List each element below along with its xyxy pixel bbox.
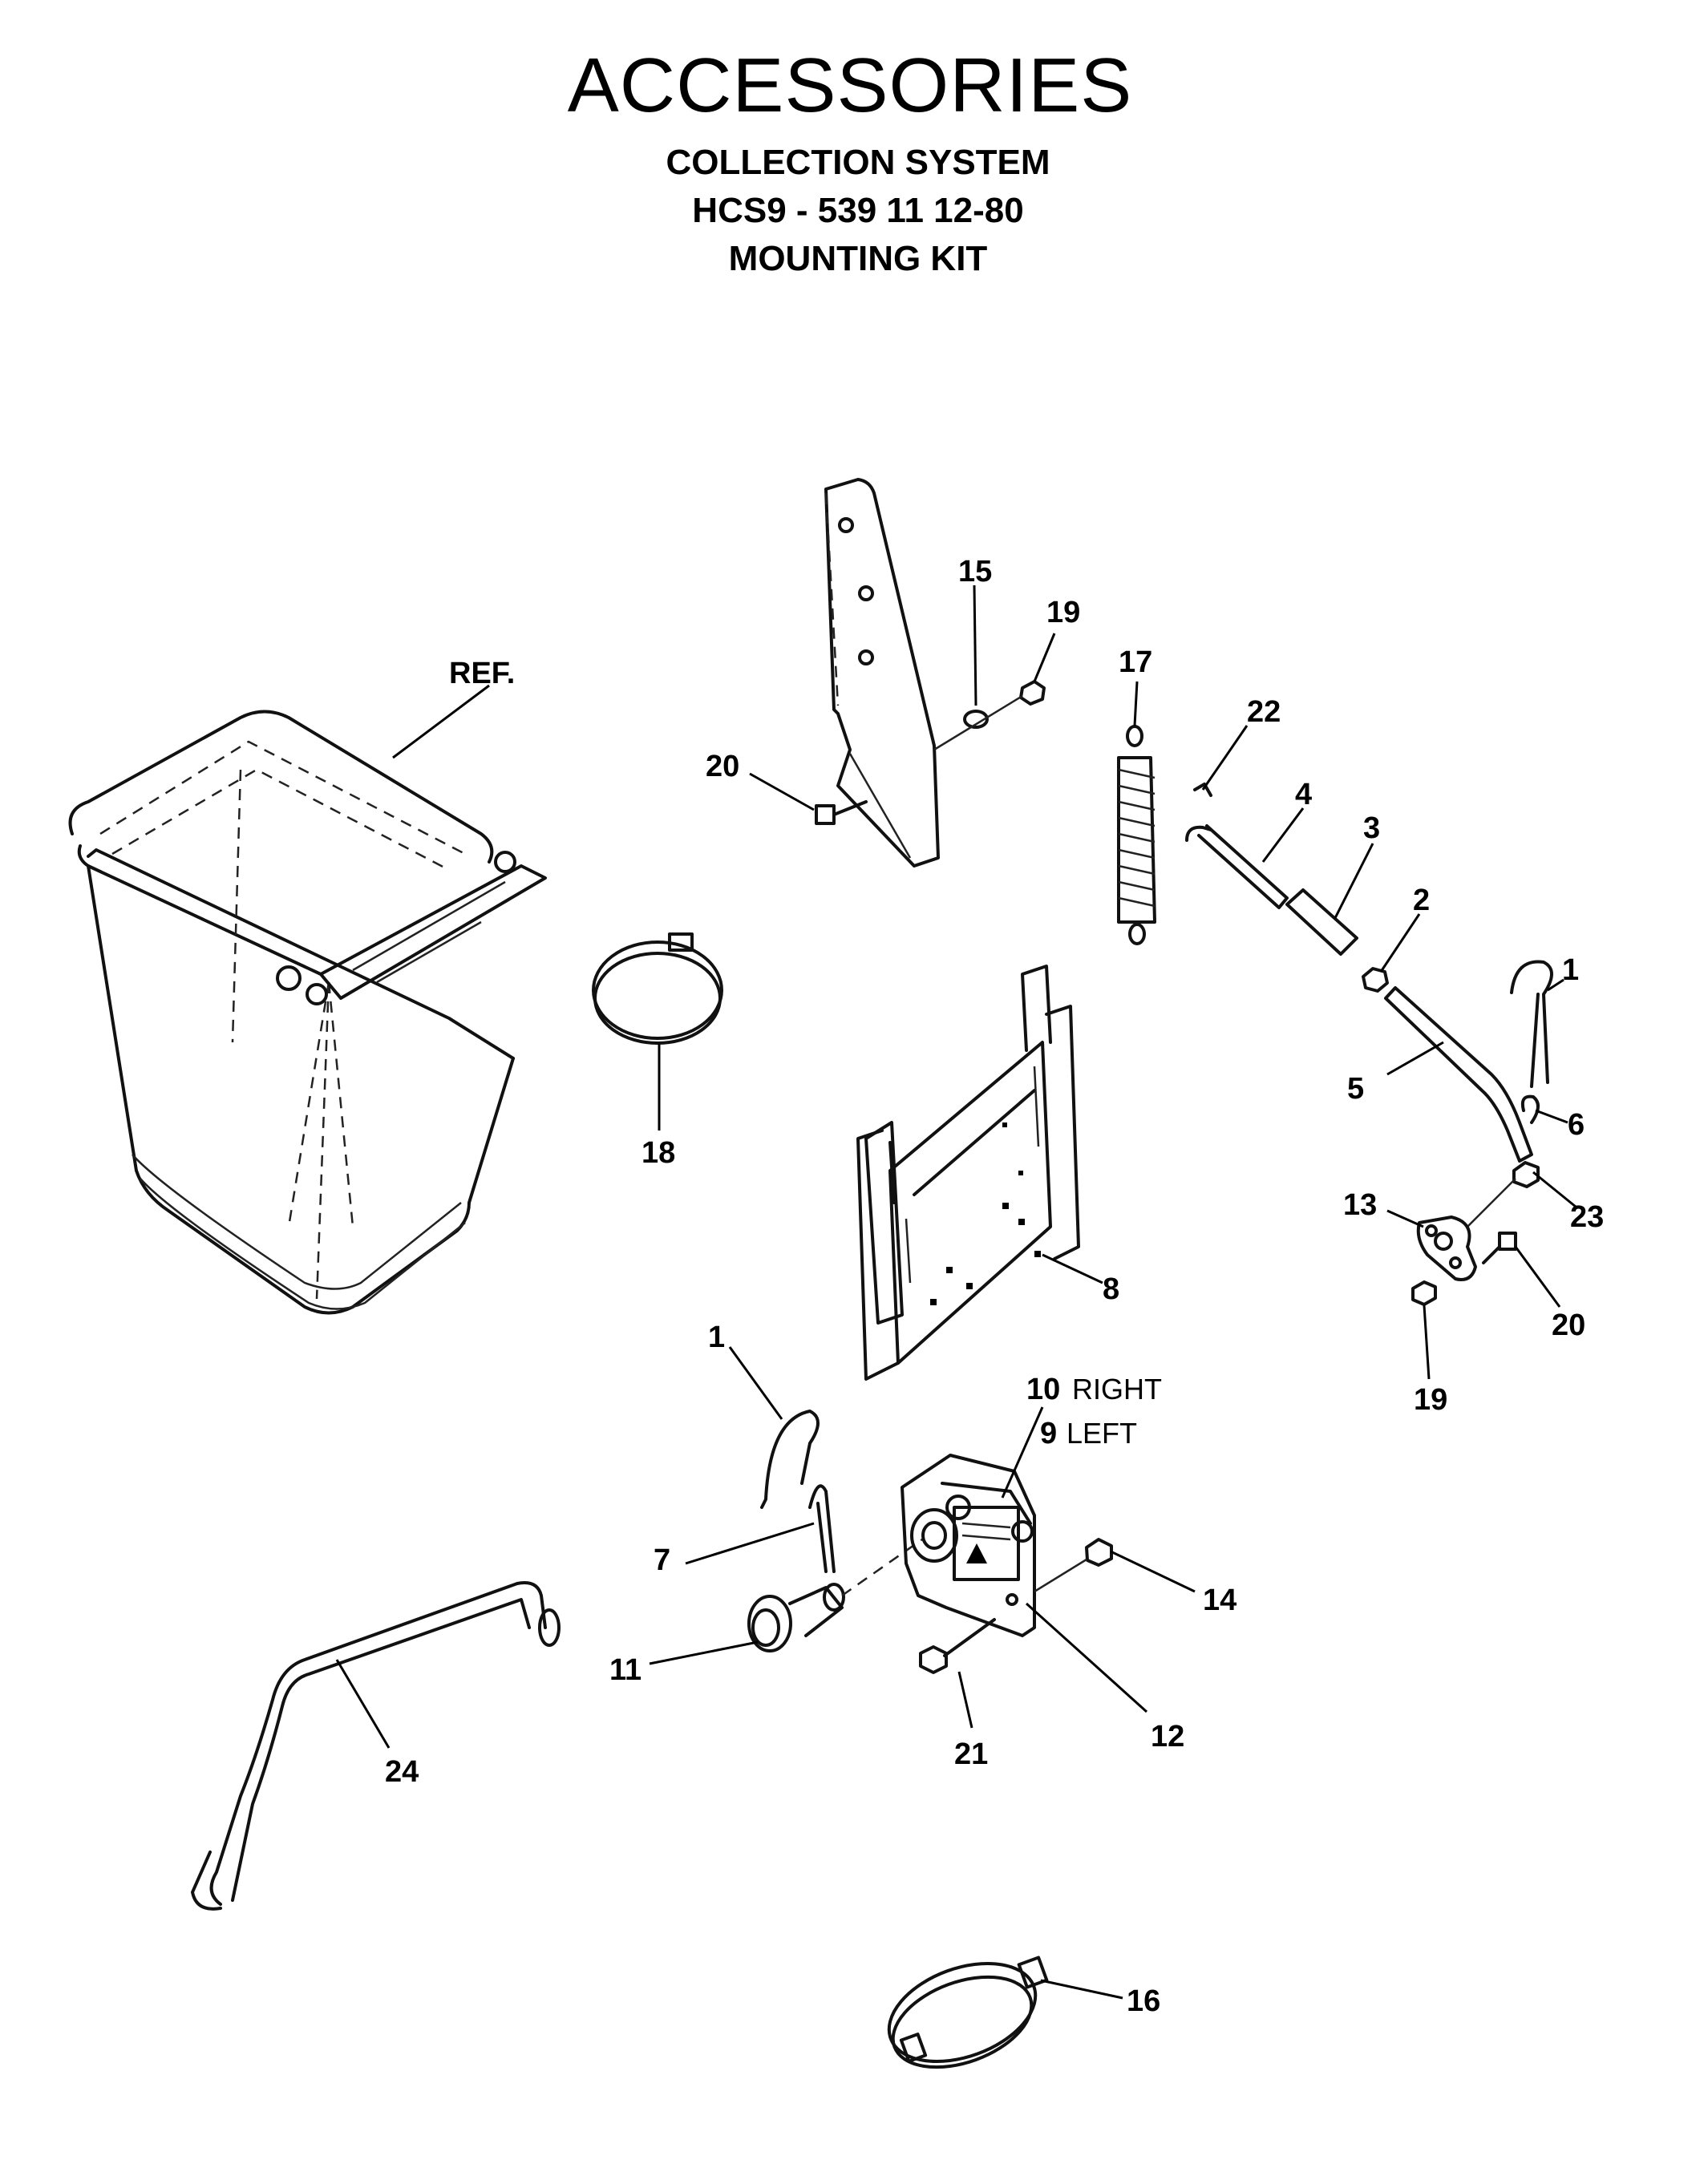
- callout-1-bottom: 1: [708, 1321, 725, 1354]
- callout-9: 9: [1040, 1417, 1057, 1450]
- leader-17: [1133, 681, 1139, 726]
- leader-10: [1001, 1406, 1044, 1499]
- part-15-washer: [963, 710, 989, 729]
- part-20-bolt-top: [815, 800, 868, 825]
- callout-5: 5: [1347, 1072, 1364, 1106]
- callout-24: 24: [385, 1755, 419, 1789]
- leader-14: [1110, 1550, 1196, 1593]
- callout-21: 21: [954, 1737, 988, 1771]
- page-title: ACCESSORIES: [567, 42, 1133, 128]
- part-1-hairpin-top: [1510, 960, 1553, 1088]
- callout-ref: REF.: [449, 657, 515, 690]
- part-3-sleeve: [1285, 888, 1358, 956]
- part-1-hairpin-bottom: [760, 1410, 820, 1509]
- part-6-clip: [1520, 1094, 1540, 1124]
- leader-1-top: [1547, 978, 1564, 992]
- leader-4: [1261, 807, 1305, 863]
- callout-17: 17: [1119, 645, 1152, 679]
- axis-11: [841, 1538, 923, 1597]
- callout-20-right: 20: [1552, 1309, 1585, 1342]
- leader-19-top: [1033, 633, 1056, 682]
- callout-10-side: RIGHT: [1072, 1373, 1162, 1406]
- leader-2: [1379, 913, 1421, 973]
- part-13-plate: [1416, 1216, 1477, 1281]
- part-17-spring: [1117, 725, 1156, 945]
- callout-6: 6: [1568, 1108, 1585, 1142]
- callout-20-top: 20: [706, 750, 739, 783]
- part-14-nut: [1085, 1538, 1113, 1567]
- callout-9-side: LEFT: [1066, 1417, 1137, 1450]
- leader-1-bottom: [728, 1346, 783, 1420]
- part-9-10-bracket: [901, 1454, 1036, 1637]
- callout-4: 4: [1295, 778, 1312, 811]
- part-18-clamp: [592, 932, 723, 1045]
- leader-20-top: [749, 772, 815, 811]
- part-22-cotter: [1193, 783, 1212, 797]
- leader-11: [649, 1640, 759, 1665]
- axis-14: [1034, 1558, 1087, 1593]
- leader-19-right: [1423, 1304, 1431, 1380]
- leader-12: [1025, 1602, 1148, 1713]
- leader-16: [1040, 1979, 1123, 2000]
- callout-23: 23: [1570, 1200, 1604, 1234]
- callout-3: 3: [1363, 811, 1380, 845]
- part-7-clip: [808, 1484, 836, 1573]
- leader-ref: [392, 684, 490, 759]
- callout-16: 16: [1127, 1984, 1160, 2018]
- leader-21: [957, 1671, 973, 1729]
- callout-1-top: 1: [1562, 953, 1579, 987]
- callout-8: 8: [1103, 1272, 1119, 1306]
- grass-bag-ref: [68, 710, 547, 1315]
- part-4-rod: [1185, 824, 1289, 909]
- callout-7: 7: [654, 1543, 670, 1577]
- leader-7: [685, 1522, 815, 1565]
- part-16-clamp: [887, 1956, 1049, 2069]
- subtitle-mounting-kit: MOUNTING KIT: [728, 239, 988, 278]
- part-19-nut-right: [1411, 1280, 1437, 1306]
- part-23-nut: [1512, 1161, 1540, 1188]
- part-15-bracket: [824, 478, 940, 868]
- axis-15: [933, 694, 1023, 751]
- callout-12: 12: [1151, 1720, 1184, 1753]
- callout-2: 2: [1413, 884, 1430, 917]
- leader-23: [1532, 1171, 1576, 1208]
- leader-8: [1042, 1253, 1103, 1284]
- part-24-rod: [191, 1581, 561, 1911]
- callout-14: 14: [1203, 1584, 1236, 1617]
- callout-19-right: 19: [1414, 1383, 1447, 1417]
- callout-18: 18: [642, 1136, 675, 1170]
- leader-6: [1535, 1109, 1568, 1124]
- leader-13: [1386, 1209, 1424, 1228]
- part-5-rod: [1384, 986, 1533, 1163]
- leader-15: [973, 584, 977, 706]
- leader-5: [1386, 1041, 1444, 1076]
- callout-19-top: 19: [1046, 596, 1080, 629]
- callout-10: 10: [1026, 1373, 1060, 1406]
- subtitle-collection-system: COLLECTION SYSTEM: [666, 143, 1050, 182]
- callout-15: 15: [958, 555, 992, 589]
- part-19-nut-top: [1019, 680, 1046, 706]
- part-20-bolt-right: [1482, 1232, 1517, 1264]
- leader-20-right: [1514, 1246, 1561, 1308]
- leader-22: [1201, 725, 1249, 791]
- part-8-mount-plate: [856, 965, 1080, 1381]
- callout-13: 13: [1343, 1188, 1377, 1222]
- axis-13: [1467, 1178, 1516, 1228]
- callout-22: 22: [1247, 695, 1281, 729]
- leader-3: [1334, 843, 1374, 919]
- leader-24: [335, 1659, 391, 1749]
- part-11-pin: [747, 1583, 845, 1652]
- callout-11: 11: [609, 1653, 642, 1687]
- part-21-bolt: [919, 1618, 996, 1674]
- subtitle-part-number: HCS9 - 539 11 12-80: [692, 191, 1024, 230]
- part-2-nut: [1362, 967, 1389, 993]
